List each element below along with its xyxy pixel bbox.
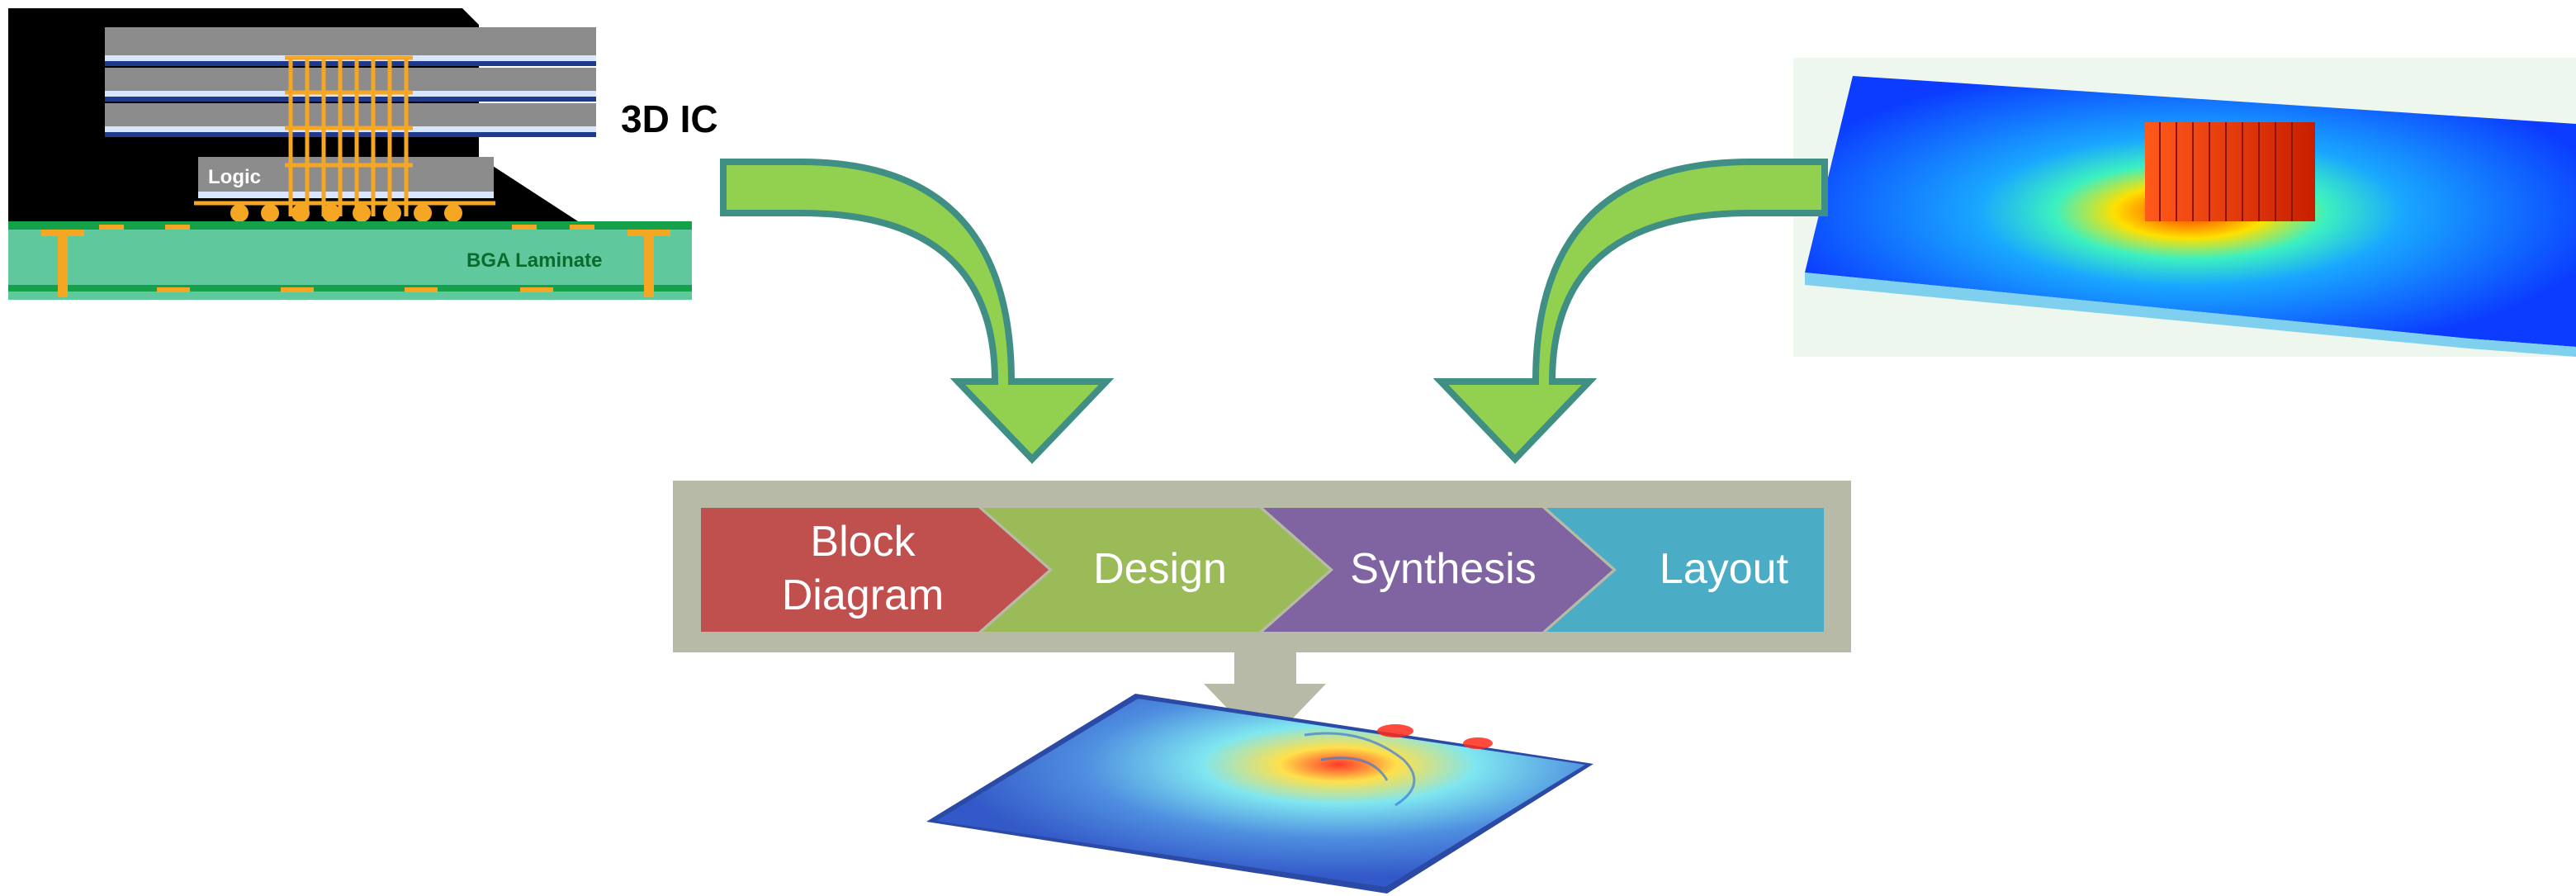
- curved-arrow-right-icon: [1432, 159, 1828, 464]
- down-arrow-icon: [1204, 652, 1326, 747]
- logic-label: Logic: [208, 166, 261, 188]
- tsv-array: [194, 55, 495, 216]
- 3d-ic-package-illustration: Logic BGA Laminate: [8, 8, 692, 300]
- heatsink-simulation-icon: [1793, 58, 2576, 357]
- step-layout-label: Layout: [1660, 545, 1789, 593]
- curved-arrow-left-icon: [720, 159, 1115, 464]
- step-synthesis: [1263, 508, 1612, 632]
- heat-sink: [2145, 122, 2315, 221]
- step-design-label: Design: [1093, 545, 1227, 593]
- step-block-diagram-label-2: Diagram: [782, 571, 945, 619]
- step-block-diagram-label-1: Block: [810, 518, 916, 566]
- logic-die: [198, 157, 494, 192]
- memory-die-stack: [105, 27, 596, 137]
- micro-bumps: [230, 204, 462, 222]
- design-flow-banner: Block Diagram Design Synthesis Layout: [673, 481, 1851, 652]
- thermal-map-icon: [926, 694, 1593, 894]
- 3d-ic-title: 3D IC: [621, 97, 718, 140]
- step-synthesis-label: Synthesis: [1350, 545, 1536, 593]
- step-block-diagram: [701, 508, 1049, 632]
- laminate-label: BGA Laminate: [466, 249, 602, 272]
- step-design: [983, 508, 1329, 632]
- step-layout: [1546, 508, 1824, 632]
